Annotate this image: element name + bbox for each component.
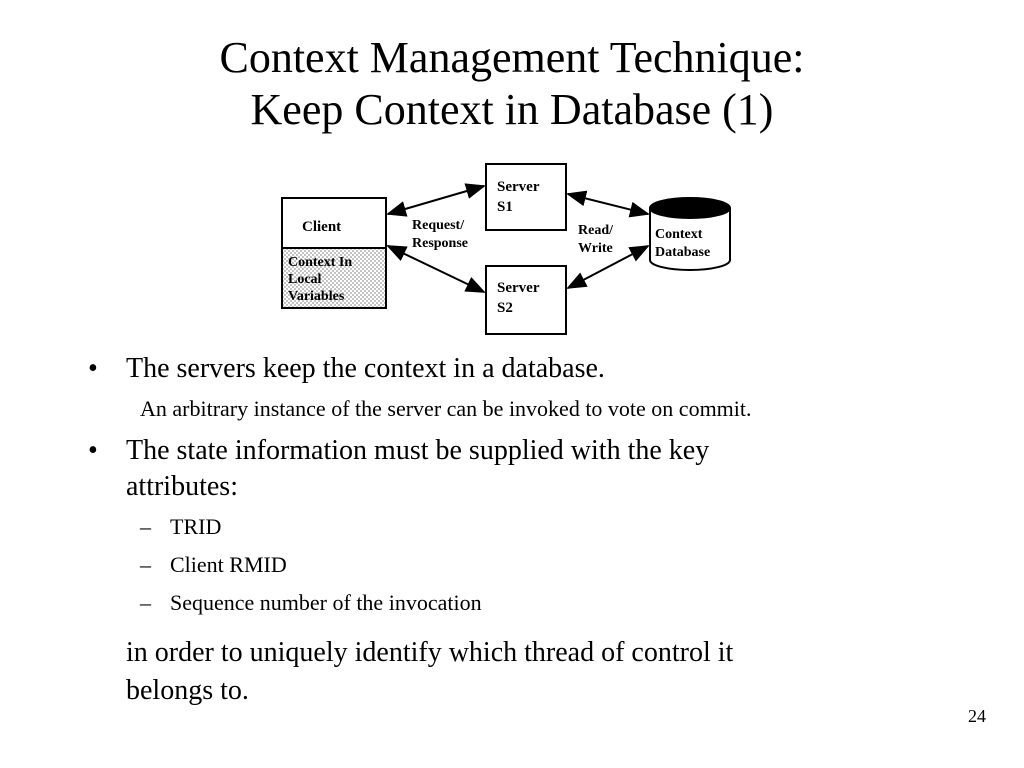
client-context-line-2: Local — [288, 272, 322, 287]
sub-item-text: Sequence number of the invocation — [170, 590, 482, 615]
bullet-subnote: An arbitrary instance of the server can … — [140, 396, 752, 421]
bullet-marker: • — [88, 435, 98, 466]
client-label: Client — [302, 219, 341, 235]
arrow-client-s2 — [386, 245, 486, 293]
server-s1-box: Server S1 — [485, 163, 567, 231]
bullet-text: The servers keep the context in a databa… — [126, 353, 605, 384]
sub-item-marker: – — [140, 590, 151, 615]
client-context-line-1: Context In — [288, 255, 352, 270]
arrow-s1-database — [566, 190, 650, 218]
arrow-s2-database — [566, 245, 650, 289]
bullet-text-line-2: attributes: — [126, 471, 238, 502]
read-write-label-1: Read/ — [578, 223, 614, 238]
arrow-client-s1 — [386, 183, 486, 217]
database-line-2: Database — [655, 245, 710, 260]
client-box: Client Context In Local Variables — [281, 197, 387, 309]
sub-item-text: TRID — [170, 514, 222, 539]
server-s1-line-2: S1 — [497, 199, 513, 215]
page-number: 24 — [968, 706, 986, 726]
server-s2-line-1: Server — [497, 280, 540, 296]
sub-item-marker: – — [140, 552, 151, 577]
request-response-label-2: Response — [412, 236, 468, 251]
bullet-marker: • — [88, 353, 98, 384]
closing-line-1: in order to uniquely identify which thre… — [126, 637, 734, 668]
server-s2-line-2: S2 — [497, 300, 513, 316]
architecture-diagram: Client Context In Local Variables Server… — [281, 163, 731, 335]
slide-title: Context Management Technique: Keep Conte… — [0, 32, 1024, 136]
title-line-1: Context Management Technique: — [219, 33, 805, 82]
title-line-2: Keep Context in Database (1) — [250, 85, 774, 134]
bullet-text-line-1: The state information must be supplied w… — [126, 435, 710, 466]
server-s2-box: Server S2 — [485, 265, 567, 335]
server-s1-line-1: Server — [497, 179, 540, 195]
sub-item-marker: – — [140, 514, 151, 539]
client-context-line-3: Variables — [288, 289, 345, 304]
read-write-label-2: Write — [578, 241, 613, 256]
request-response-label-1: Request/ — [412, 218, 465, 233]
closing-paragraph: in order to uniquely identify which thre… — [126, 634, 733, 710]
context-database-cylinder: Context Database — [649, 197, 731, 271]
database-line-1: Context — [655, 227, 703, 242]
closing-line-2: belongs to. — [126, 675, 249, 706]
sub-item-text: Client RMID — [170, 552, 287, 577]
